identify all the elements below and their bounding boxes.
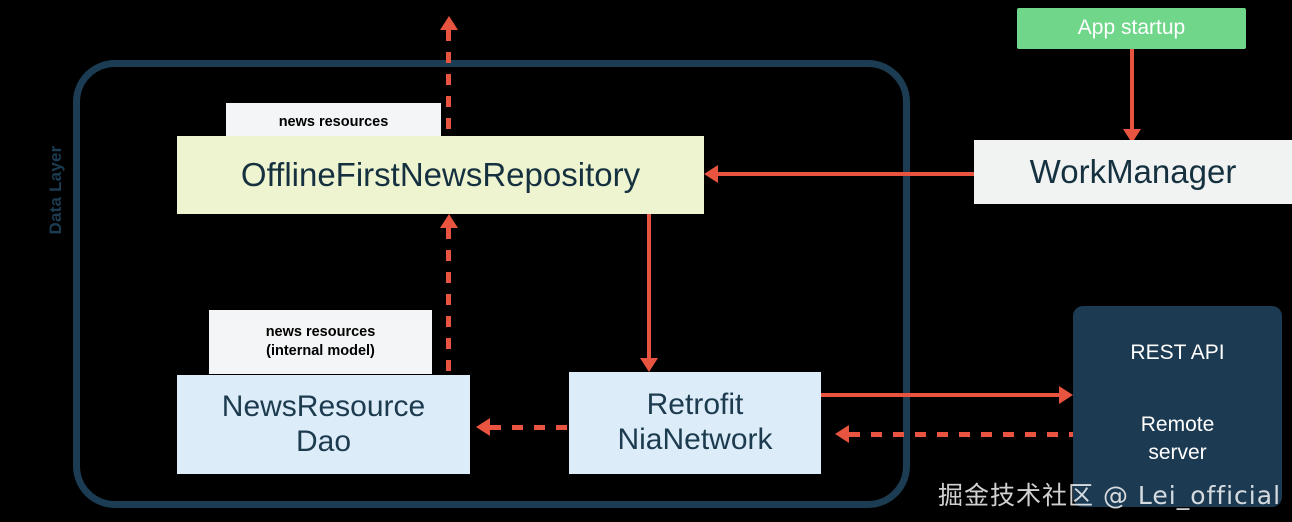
node-server-subtitle: Remote server bbox=[1141, 411, 1215, 466]
connector-network-to-dao-arrowhead bbox=[476, 418, 490, 436]
annotation-chip-dao-text-wrapper: news resources (internal model) bbox=[266, 323, 376, 361]
connector-server-to-network-arrowhead bbox=[835, 425, 849, 443]
node-repository-label: OfflineFirstNewsRepository bbox=[240, 155, 641, 193]
data-layer-container bbox=[73, 60, 910, 508]
node-dao-label-line2: Dao bbox=[295, 424, 352, 458]
connector-dao-to-repository-arrowhead bbox=[440, 214, 458, 228]
node-news-resource-dao[interactable]: NewsResource Dao bbox=[177, 375, 470, 474]
node-remote-server[interactable]: REST API Remote server bbox=[1073, 306, 1282, 507]
node-workmanager-label: WorkManager bbox=[1029, 152, 1237, 190]
node-dao-label: NewsResource Dao bbox=[222, 390, 425, 460]
connector-dao-to-repository-line bbox=[446, 228, 451, 378]
connector-server-to-network-line bbox=[849, 432, 1073, 437]
connector-repository-to-network-arrowhead bbox=[640, 358, 658, 372]
connector-workmanager-to-repository-arrowhead bbox=[704, 165, 718, 183]
node-server-title: REST API bbox=[1130, 341, 1225, 364]
connector-repository-to-ui-line bbox=[446, 30, 451, 138]
annotation-chip-news-resources-internal: news resources (internal model) bbox=[209, 310, 432, 374]
node-server-subtitle-line1: Remote bbox=[1140, 413, 1215, 437]
annotation-chip-dao-line2: (internal model) bbox=[266, 343, 375, 359]
node-app-startup[interactable]: App startup bbox=[1017, 8, 1246, 49]
connector-appstartup-to-workmanager-line bbox=[1130, 48, 1134, 132]
connector-network-to-server-arrowhead bbox=[1059, 386, 1073, 404]
node-network-label-line2: NiaNetwork bbox=[617, 423, 773, 456]
node-work-manager[interactable]: WorkManager bbox=[974, 140, 1292, 204]
node-network-label-line1: Retrofit bbox=[646, 388, 744, 422]
node-retrofit-nia-network[interactable]: Retrofit NiaNetwork bbox=[569, 372, 821, 474]
connector-repository-to-network-line bbox=[647, 214, 651, 359]
connector-workmanager-to-repository-line bbox=[718, 172, 976, 176]
watermark-text: 掘金技术社区 @ Lei_official bbox=[938, 481, 1282, 510]
connector-appstartup-to-workmanager-arrowhead bbox=[1123, 129, 1141, 143]
node-dao-label-line1: NewsResource bbox=[221, 389, 426, 423]
data-layer-label: Data Layer bbox=[46, 145, 65, 235]
connector-repository-to-ui-arrowhead bbox=[440, 16, 458, 30]
node-appstartup-label: App startup bbox=[1077, 16, 1186, 40]
annotation-chip-dao-line1: news resources bbox=[265, 323, 376, 340]
node-network-label: Retrofit NiaNetwork bbox=[617, 388, 772, 458]
connector-network-to-dao-line bbox=[490, 425, 569, 430]
annotation-chip-repo-text: news resources bbox=[278, 114, 389, 131]
node-server-subtitle-line2: server bbox=[1148, 441, 1207, 465]
node-offline-first-news-repository[interactable]: OfflineFirstNewsRepository bbox=[177, 136, 704, 214]
connector-network-to-server-line bbox=[821, 393, 1059, 397]
